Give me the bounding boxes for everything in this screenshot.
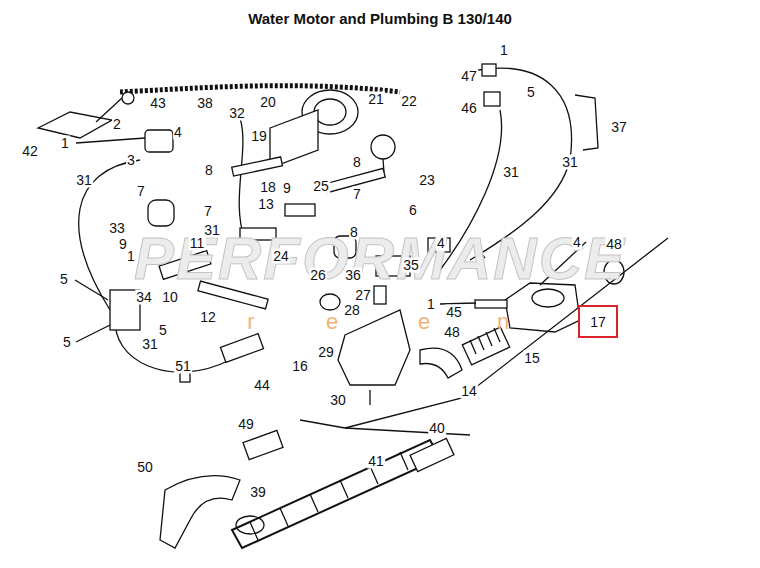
callout-number: 24	[272, 249, 290, 264]
callout-number: 31	[561, 155, 579, 170]
callout-number: 40	[428, 421, 446, 436]
callout-number: 2	[112, 117, 122, 132]
callout-number: 10	[161, 290, 179, 305]
watermark-letter: e	[418, 309, 430, 335]
callout-number: 48	[605, 237, 623, 252]
callout-number: 14	[460, 384, 478, 399]
diagram-title: Water Motor and Plumbing B 130/140	[0, 10, 760, 27]
watermark-letter: r	[247, 309, 254, 335]
callout-number: 26	[309, 268, 327, 283]
callout-number: 41	[367, 454, 385, 469]
callout-number: 33	[108, 221, 126, 236]
callout-number: 19	[250, 129, 268, 144]
callout-number: 7	[136, 184, 146, 199]
callout-number: 13	[257, 197, 275, 212]
callout-number: 46	[460, 101, 478, 116]
callout-number: 36	[344, 268, 362, 283]
callout-number: 11	[189, 236, 206, 251]
callout-number: 32	[228, 106, 246, 121]
callout-number: 3	[126, 153, 136, 168]
callout-number: 6	[408, 203, 418, 218]
callout-number: 38	[196, 96, 214, 111]
callout-number: 29	[317, 345, 335, 360]
callout-number: 22	[400, 94, 418, 109]
callout-number: 4	[436, 236, 446, 251]
callout-number: 35	[402, 258, 420, 273]
callout-number: 51	[174, 359, 192, 374]
callout-number: 31	[75, 173, 93, 188]
callout-number: 1	[126, 249, 136, 264]
callout-number: 8	[352, 155, 362, 170]
callout-number: 7	[352, 187, 362, 202]
callout-number: 27	[354, 288, 372, 303]
callout-number: 15	[523, 351, 541, 366]
callout-number: 48	[443, 325, 461, 340]
callout-number: 9	[282, 181, 292, 196]
callout-number: 49	[237, 417, 255, 432]
watermark-letter: n	[497, 309, 509, 335]
callout-number: 8	[349, 225, 359, 240]
callout-number: 5	[158, 323, 168, 338]
callout-number: 5	[62, 335, 72, 350]
callout-number: 8	[204, 163, 214, 178]
callout-number: 50	[136, 460, 154, 475]
callout-number: 12	[199, 310, 217, 325]
highlight-box: 17	[578, 305, 618, 338]
callout-number: 1	[499, 43, 509, 58]
callout-number: 23	[418, 173, 436, 188]
callout-number: 30	[329, 393, 347, 408]
callout-number: 7	[203, 204, 213, 219]
callout-number: 42	[21, 144, 39, 159]
callout-number: 37	[610, 120, 628, 135]
callout-number: 4	[572, 235, 582, 250]
callout-number: 28	[343, 303, 361, 318]
callout-number: 1	[426, 297, 436, 312]
callout-number: 5	[59, 272, 69, 287]
watermark-letter: e	[326, 309, 338, 335]
callout-number: 43	[149, 96, 167, 111]
callout-number: 47	[460, 69, 478, 84]
callout-number: 20	[259, 95, 277, 110]
callout-number: 25	[312, 179, 330, 194]
callout-number: 39	[249, 485, 267, 500]
callout-number: 44	[253, 378, 271, 393]
callout-number: 45	[445, 305, 463, 320]
callout-number: 31	[141, 337, 159, 352]
callout-number: 21	[367, 92, 385, 107]
callout-number: 5	[526, 85, 536, 100]
callout-number: 17	[590, 314, 606, 330]
callout-number: 31	[203, 223, 221, 238]
callout-number: 31	[502, 165, 520, 180]
callout-number: 1	[60, 136, 70, 151]
callout-number: 4	[173, 125, 183, 140]
callout-number: 34	[135, 290, 153, 305]
callout-number: 18	[259, 180, 277, 195]
callout-number: 16	[291, 359, 309, 374]
